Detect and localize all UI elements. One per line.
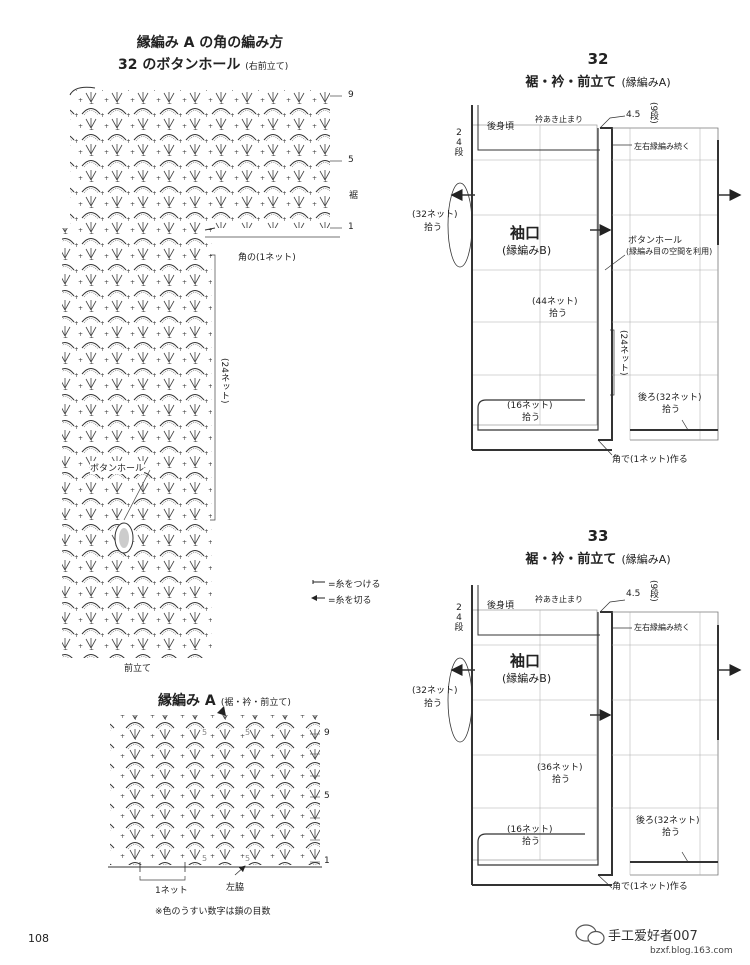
legend-attach-yarn: =糸をつける [328, 580, 381, 590]
schematic-33-title-sub: (縁編みA) [621, 553, 671, 566]
row-1-label: 1 [348, 222, 354, 232]
buttonhole-schematic-label: ボタンホール [628, 236, 683, 246]
pick-up-label: 拾う [424, 223, 443, 233]
schematic-33-title: 裾・衿・前立て (縁編みA) [525, 548, 670, 567]
edge-a-note: ※色のうすい数字は鎖の目数 [155, 907, 271, 917]
row-24-dan: 2 4 段 [454, 128, 464, 158]
edge-a-row-label: 9 [324, 728, 330, 738]
edge-a-net1: 1ネット [155, 886, 188, 896]
net36-label: (36ネット) [537, 763, 583, 773]
sleeve-sub: (縁編みB) [502, 244, 552, 257]
net24-label: (24ネット) [219, 358, 229, 404]
edge-a-chain-count: 5 [245, 854, 251, 863]
front-band-label: 前立て [124, 664, 152, 674]
row-9-label: 9 [348, 90, 354, 100]
corner-make-label: 角で(1ネット)作る [612, 882, 688, 892]
edge-a-left-side: 左脇 [226, 883, 245, 893]
corner-crochet-chart [62, 86, 342, 658]
net16-label: (16ネット) [507, 825, 553, 835]
edge-a-title: 縁編み A (裾・衿・前立て) [158, 690, 291, 710]
pick-up-label: 拾う [522, 837, 541, 847]
buttonhole-schematic-sub: (縁編み目の空間を利用) [626, 247, 713, 256]
page-number: 108 [28, 932, 49, 945]
corner-make-label: 角で(1ネット)作る [612, 455, 688, 465]
sleeve-sub: (縁編みB) [502, 672, 552, 685]
schematic-32-title: 裾・衿・前立て (縁編みA) [525, 71, 670, 90]
schematic-33-title-main: 裾・衿・前立て [525, 552, 617, 567]
row-9-dan: (9段) [648, 580, 658, 602]
continue-edging-label: 左右縁編み続く [634, 623, 690, 632]
schematic-33 [447, 585, 742, 889]
collar-stop-label: 衿あき止まり [535, 595, 583, 604]
edge-a-row-label: 5 [324, 791, 330, 801]
edge-a-chain-count: 5 [245, 728, 251, 737]
schematic-32-title-main: 裾・衿・前立て [525, 75, 617, 90]
back-32-label: 後ろ(32ネット) [636, 816, 700, 826]
legend-symbols [311, 580, 325, 601]
corner-title: 縁編み A の角の編み方 [136, 35, 284, 51]
hem-label: 裾 [347, 190, 357, 199]
row-5-label: 5 [348, 155, 354, 165]
schematic-33-number: 33 [587, 527, 609, 545]
back-neck-label: 後身頃 [487, 122, 515, 132]
pick-up-label: 拾う [549, 309, 568, 319]
sleeve-label: 袖口 [510, 224, 541, 242]
corner-net-label: 角の(1ネット) [238, 253, 296, 263]
back-32-label: 後ろ(32ネット) [638, 393, 702, 403]
pick-up-label: 拾う [552, 775, 571, 785]
net32-label: (32ネット) [412, 210, 458, 220]
edge-a-row-label: 1 [324, 856, 330, 866]
val-45: 4.5 [626, 589, 641, 599]
buttonhole-title-main: 32 のボタンホール [118, 57, 241, 73]
edge-a-chain-count: 5 [202, 854, 208, 863]
pick-up-label: 拾う [662, 405, 681, 415]
row-9-dan: (9段) [648, 102, 658, 124]
edge-a-title-main: 縁編み A [158, 693, 216, 709]
net44-label: (44ネット) [532, 297, 578, 307]
net16-label: (16ネット) [507, 401, 553, 411]
pick-up-label: 拾う [522, 413, 541, 423]
back-neck-label: 後身頃 [487, 601, 515, 611]
edge-a-chain-count: 5 [202, 728, 208, 737]
net24-side-label: (24ネット) [618, 330, 628, 376]
buttonhole-label: ボタンホール [90, 461, 145, 474]
buttonhole-title-sub: (右前立て) [245, 62, 289, 72]
buttonhole-title: 32 のボタンホール (右前立て) [118, 54, 288, 74]
watermark-text: 手工爱好者007 [608, 929, 698, 944]
collar-stop-label: 衿あき止まり [535, 115, 583, 124]
net32-label: (32ネット) [412, 686, 458, 696]
val-45: 4.5 [626, 110, 641, 120]
pick-up-label: 拾う [662, 828, 681, 838]
wechat-icon [575, 924, 605, 946]
continue-edging-label: 左右縁編み続く [634, 142, 690, 151]
schematic-32-number: 32 [587, 50, 609, 68]
schematic-32-title-sub: (縁編みA) [621, 76, 671, 89]
edge-pattern-a-chart [108, 706, 322, 881]
watermark-url: bzxf.blog.163.com [650, 946, 733, 956]
schematic-32 [447, 105, 742, 456]
row-24-dan: 2 4 段 [454, 603, 464, 633]
pick-up-label: 拾う [424, 699, 443, 709]
edge-a-title-sub: (裾・衿・前立て) [220, 698, 291, 708]
sleeve-label: 袖口 [510, 652, 541, 670]
legend-cut-yarn: =糸を切る [328, 596, 372, 606]
